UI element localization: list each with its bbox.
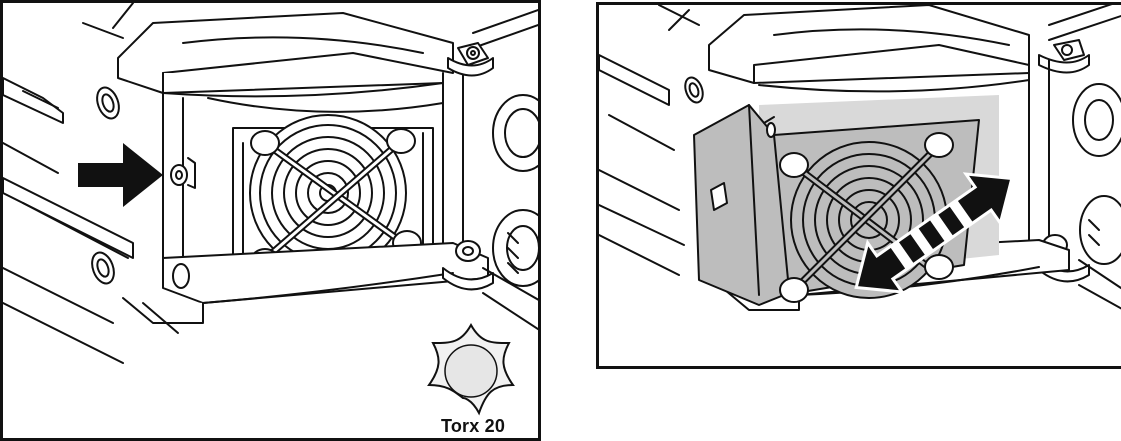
top-screw: [447, 42, 494, 77]
torx-bit-icon: [427, 322, 515, 416]
cover-screw: [170, 157, 196, 189]
step-1-illustration: [3, 3, 538, 416]
chassis-rails: [599, 5, 704, 276]
double-arrow-icon: [854, 172, 1014, 294]
step-1-panel: Torx 20: [0, 0, 541, 441]
top-bracket: [117, 12, 454, 98]
step-2-panel: [596, 2, 1121, 369]
step-2-illustration: [599, 5, 1121, 311]
torx-size-label: Torx 20: [441, 416, 506, 436]
chassis-rails: [3, 3, 134, 364]
right-connectors: [472, 9, 538, 287]
top-bracket: [708, 5, 1030, 93]
side-holes: [91, 86, 120, 285]
bottom-bracket: [122, 240, 538, 334]
arrow-right-icon: [78, 143, 163, 207]
